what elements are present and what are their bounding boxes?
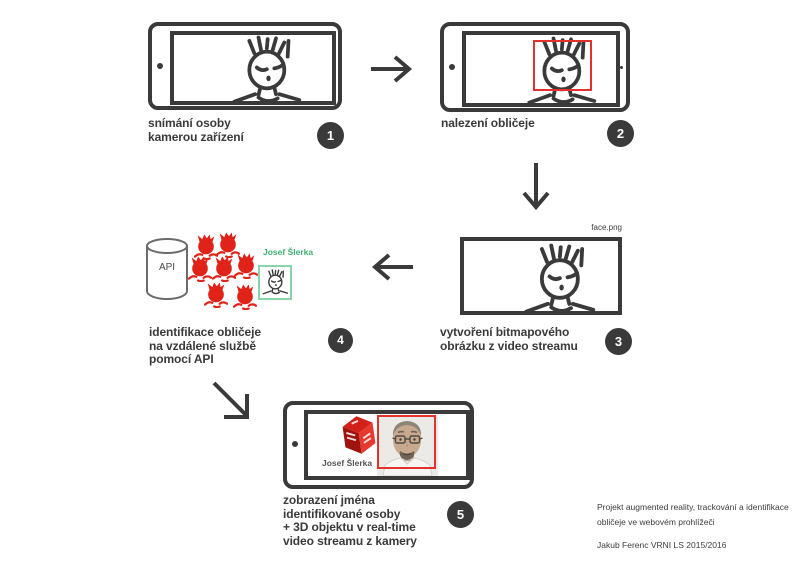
red-face-icon	[234, 252, 258, 279]
side-dot-icon	[620, 66, 623, 69]
side-dot-icon	[332, 65, 335, 68]
step5-device-screen: Josef Šlerka	[304, 410, 470, 480]
step4-number-badge: 4	[328, 328, 353, 353]
author-line: Jakub Ferenc VRNI LS 2015/2016	[597, 540, 727, 550]
step5-caption: zobrazení jména identifikované osoby + 3…	[283, 493, 417, 548]
face-detection-box	[377, 415, 436, 469]
caption-line: nalezení obličeje	[441, 116, 535, 130]
step2-device-screen	[462, 31, 620, 107]
step2-device	[440, 22, 630, 112]
arrow-right-icon	[371, 55, 413, 83]
sketch-face-icon	[524, 243, 596, 314]
portrait-photo	[377, 415, 438, 476]
caption-line: identifikované osoby	[283, 506, 401, 521]
red-face-icon	[212, 255, 236, 282]
sketch-face-icon	[262, 269, 289, 295]
camera-dot-icon	[449, 64, 455, 70]
step3-number-badge: 3	[605, 328, 632, 355]
cube-3d-icon	[342, 416, 376, 454]
caption-line: + 3D objektu v real-time	[283, 520, 416, 534]
camera-dot-icon	[157, 63, 163, 69]
person-name-label: Josef Šlerka	[322, 458, 373, 468]
api-label: API	[158, 262, 176, 273]
caption-line: pomocí API	[149, 352, 214, 366]
step5-device: Josef Šlerka	[283, 401, 474, 489]
caption-line: snímání osoby	[148, 116, 231, 130]
arrow-diagonal-icon	[212, 381, 249, 419]
step3-caption: vytvoření bitmapového obrázku z video st…	[440, 325, 578, 353]
arrow-left-icon	[371, 253, 413, 281]
face-detection-box	[533, 40, 592, 91]
bitmap-frame	[460, 237, 622, 315]
caption-line: video streamu z kamery	[283, 533, 417, 548]
step2-caption: nalezení obličeje	[441, 116, 535, 131]
camera-dot-icon	[292, 441, 298, 447]
caption-line: vytvoření bitmapového	[440, 325, 570, 339]
api-cylinder-icon	[146, 238, 188, 300]
arrow-down-icon	[522, 163, 550, 211]
caption-line: zobrazení jména	[283, 493, 375, 507]
step5-number-badge: 5	[447, 501, 474, 528]
caption-line: na vzdálené službě	[149, 338, 256, 353]
red-face-icon	[233, 283, 257, 310]
step1-number-badge: 1	[317, 122, 344, 149]
credits-block: Projekt augmented reality, trackování a …	[597, 500, 797, 553]
step4-caption: identifikace obličeje na vzdálené službě…	[149, 325, 261, 367]
step1-device-screen	[170, 31, 336, 105]
identified-person-label: Josef Šlerka	[263, 247, 314, 257]
caption-line: kamerou zařízení	[148, 129, 244, 144]
caption-line: identifikace obličeje	[149, 325, 261, 339]
step1-device	[148, 22, 342, 110]
red-face-icon	[188, 255, 212, 282]
red-face-icon	[204, 281, 228, 308]
project-title-line: obličeje ve webovém prohlížeči	[597, 517, 715, 527]
identified-face-box	[258, 265, 292, 300]
file-name-label: face.png	[591, 223, 622, 232]
step1-caption: snímání osoby kamerou zařízení	[148, 116, 244, 144]
caption-line: obrázku z video streamu	[440, 338, 578, 353]
sketch-face-icon	[232, 35, 302, 104]
step2-number-badge: 2	[607, 120, 634, 147]
project-title-line: Projekt augmented reality, trackování a …	[597, 502, 789, 512]
